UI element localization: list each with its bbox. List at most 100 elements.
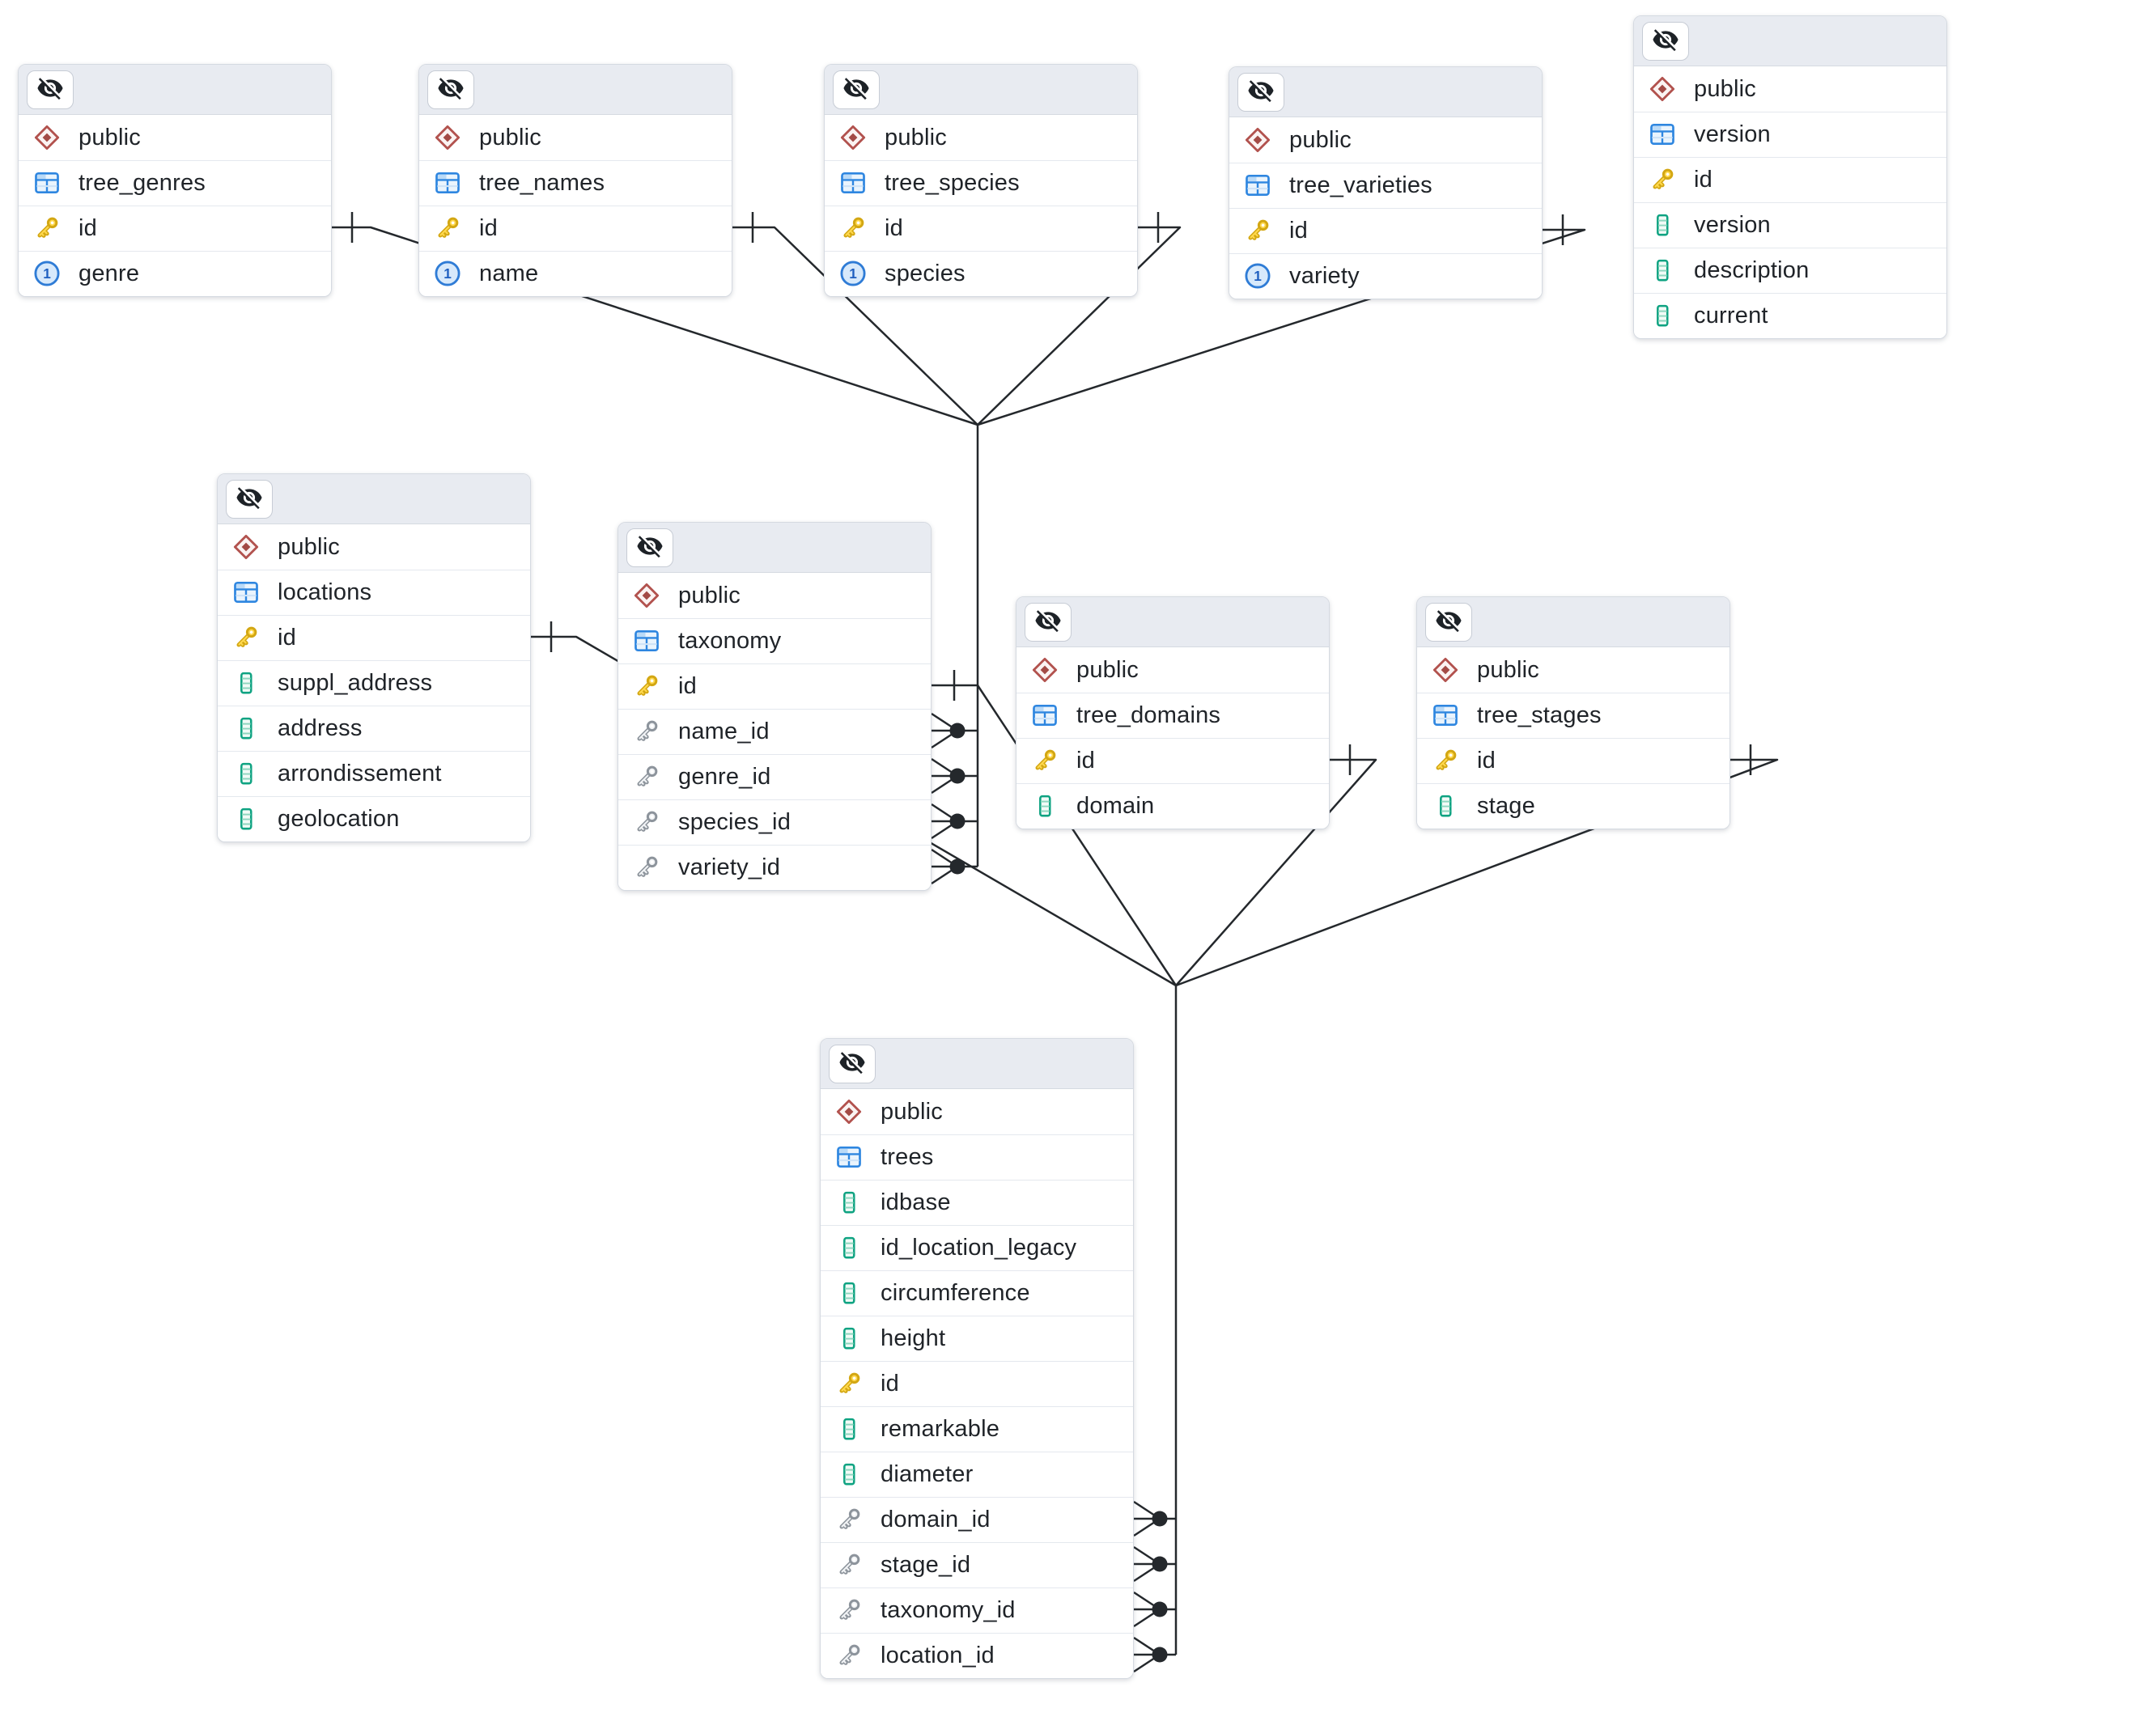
hide-table-button[interactable] bbox=[1425, 603, 1472, 642]
schema-row[interactable]: public bbox=[821, 1089, 1133, 1134]
table-header bbox=[1634, 16, 1946, 66]
column-icon bbox=[834, 1187, 864, 1218]
table-name-row[interactable]: tree_species bbox=[825, 160, 1137, 206]
column-row-name_id[interactable]: name_id bbox=[618, 709, 931, 754]
column-row-height[interactable]: height bbox=[821, 1316, 1133, 1361]
column-icon bbox=[1647, 210, 1678, 240]
column-row-id[interactable]: id bbox=[825, 206, 1137, 251]
schema-icon bbox=[1647, 74, 1678, 104]
schema-row[interactable]: public bbox=[19, 115, 331, 160]
eye-off-icon bbox=[1435, 607, 1462, 638]
hide-table-button[interactable] bbox=[626, 528, 673, 567]
column-row-circumference[interactable]: circumference bbox=[821, 1270, 1133, 1316]
foreign-key-icon bbox=[631, 807, 662, 837]
table-name-row[interactable]: taxonomy bbox=[618, 618, 931, 663]
column-row-domain_id[interactable]: domain_id bbox=[821, 1497, 1133, 1542]
column-row-stage[interactable]: stage bbox=[1417, 783, 1729, 829]
column-row-domain[interactable]: domain bbox=[1016, 783, 1329, 829]
row-label: species bbox=[885, 260, 966, 286]
schema-row[interactable]: public bbox=[1417, 647, 1729, 693]
schema-row[interactable]: public bbox=[618, 573, 931, 618]
schema-icon bbox=[231, 532, 261, 562]
row-label: domain bbox=[1076, 792, 1155, 819]
column-row-id[interactable]: id bbox=[1016, 738, 1329, 783]
table-name-row[interactable]: trees bbox=[821, 1134, 1133, 1180]
hide-table-button[interactable] bbox=[27, 70, 74, 109]
column-row-version[interactable]: version bbox=[1634, 202, 1946, 248]
hide-table-button[interactable] bbox=[1642, 22, 1689, 61]
column-row-remarkable[interactable]: remarkable bbox=[821, 1406, 1133, 1452]
table-name-row[interactable]: locations bbox=[218, 570, 530, 615]
column-row-id[interactable]: id bbox=[821, 1361, 1133, 1406]
column-row-id[interactable]: id bbox=[218, 615, 530, 660]
row-label: public bbox=[79, 124, 141, 150]
column-row-genre_id[interactable]: genre_id bbox=[618, 754, 931, 799]
schema-row[interactable]: public bbox=[1634, 66, 1946, 112]
column-row-suppl_address[interactable]: suppl_address bbox=[218, 660, 530, 706]
column-row-id[interactable]: id bbox=[1229, 208, 1542, 253]
hide-table-button[interactable] bbox=[1025, 603, 1072, 642]
hide-table-button[interactable] bbox=[226, 480, 273, 519]
hide-table-button[interactable] bbox=[427, 70, 474, 109]
schema-row[interactable]: public bbox=[218, 524, 530, 570]
table-name-row[interactable]: tree_domains bbox=[1016, 693, 1329, 738]
table-name-row[interactable]: tree_varieties bbox=[1229, 163, 1542, 208]
eye-off-icon bbox=[1652, 26, 1679, 57]
column-row-idbase[interactable]: idbase bbox=[821, 1180, 1133, 1225]
column-row-diameter[interactable]: diameter bbox=[821, 1452, 1133, 1497]
foreign-key-icon bbox=[834, 1549, 864, 1580]
schema-icon bbox=[631, 580, 662, 611]
hide-table-button[interactable] bbox=[1237, 73, 1284, 112]
schema-row[interactable]: public bbox=[1229, 117, 1542, 163]
column-row-variety_id[interactable]: variety_id bbox=[618, 845, 931, 890]
table-name-row[interactable]: tree_names bbox=[419, 160, 732, 206]
column-row-address[interactable]: address bbox=[218, 706, 530, 751]
row-label: public bbox=[1477, 656, 1539, 683]
table-name-row[interactable]: tree_stages bbox=[1417, 693, 1729, 738]
column-row-geolocation[interactable]: geolocation bbox=[218, 796, 530, 841]
column-row-id[interactable]: id bbox=[618, 663, 931, 709]
schema-row[interactable]: public bbox=[825, 115, 1137, 160]
primary-key-icon bbox=[1430, 745, 1461, 776]
column-row-taxonomy_id[interactable]: taxonomy_id bbox=[821, 1587, 1133, 1633]
table-name-row[interactable]: tree_genres bbox=[19, 160, 331, 206]
column-row-id_location_legacy[interactable]: id_location_legacy bbox=[821, 1225, 1133, 1270]
column-icon bbox=[834, 1323, 864, 1354]
row-label: public bbox=[278, 533, 340, 560]
column-row-id[interactable]: id bbox=[19, 206, 331, 251]
column-row-species_id[interactable]: species_id bbox=[618, 799, 931, 845]
schema-row[interactable]: public bbox=[1016, 647, 1329, 693]
column-row-arrondissement[interactable]: arrondissement bbox=[218, 751, 530, 796]
column-row-description[interactable]: description bbox=[1634, 248, 1946, 293]
schema-row[interactable]: public bbox=[419, 115, 732, 160]
column-row-current[interactable]: current bbox=[1634, 293, 1946, 338]
table-header bbox=[821, 1039, 1133, 1089]
column-row-id[interactable]: id bbox=[1634, 157, 1946, 202]
column-row-location_id[interactable]: location_id bbox=[821, 1633, 1133, 1678]
column-row-id[interactable]: id bbox=[419, 206, 732, 251]
row-label: id bbox=[1694, 166, 1712, 193]
row-label: locations bbox=[278, 579, 372, 605]
column-row-id[interactable]: id bbox=[1417, 738, 1729, 783]
hide-table-button[interactable] bbox=[833, 70, 880, 109]
table-name-row[interactable]: version bbox=[1634, 112, 1946, 157]
hide-table-button[interactable] bbox=[829, 1045, 876, 1083]
primary-key-icon bbox=[1647, 164, 1678, 195]
column-row-stage_id[interactable]: stage_id bbox=[821, 1542, 1133, 1587]
column-icon bbox=[231, 803, 261, 834]
